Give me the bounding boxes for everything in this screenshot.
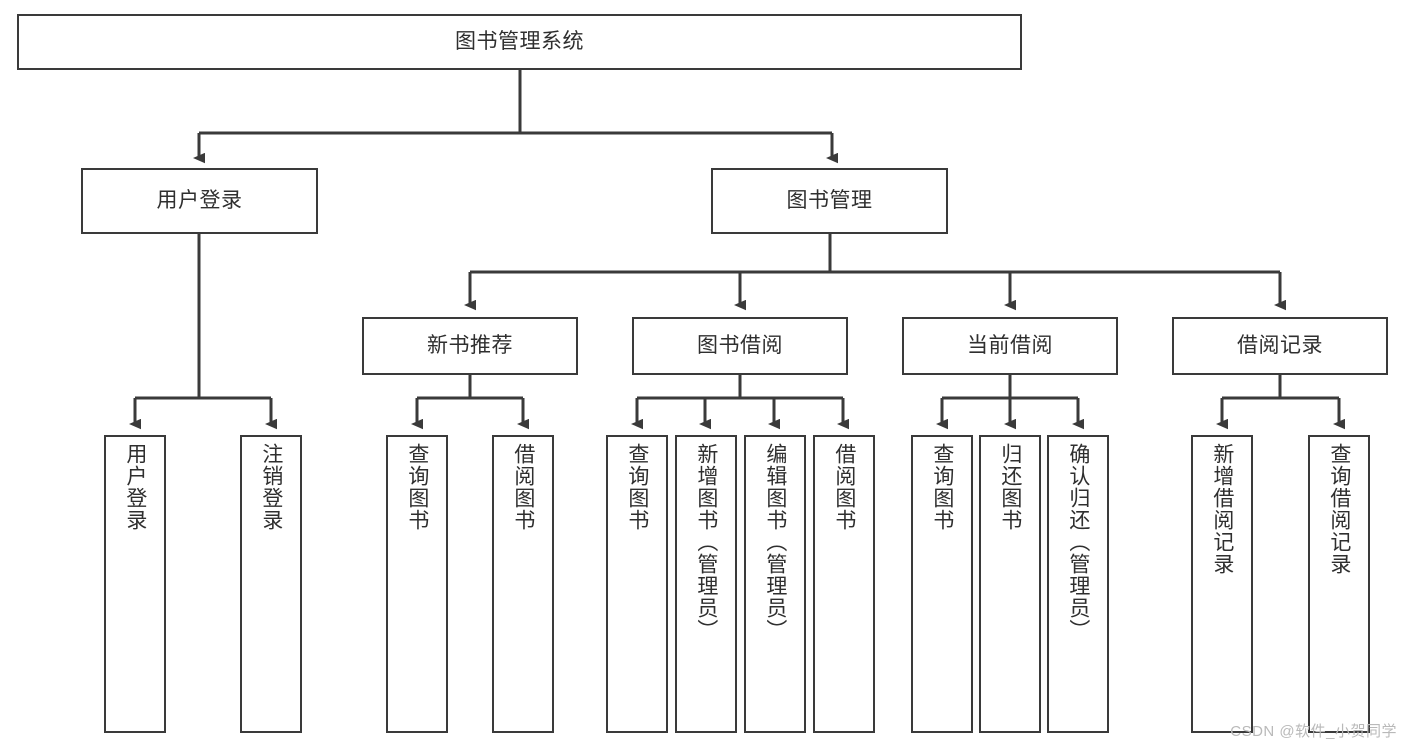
leaf-add-borrow-record[interactable]: 新增借阅记录 xyxy=(1191,435,1253,733)
leaf-query-book-current[interactable]: 查询图书 xyxy=(911,435,973,733)
leaf-borrow-book-newbook[interactable]: 借阅图书 xyxy=(492,435,554,733)
leaf-logout[interactable]: 注销登录 xyxy=(240,435,302,733)
node-root-label: 图书管理系统 xyxy=(455,29,584,53)
node-user-login[interactable]: 用户登录 xyxy=(81,168,318,234)
leaf-confirm-return-admin-label: 确认归还（管理员） xyxy=(1066,443,1090,641)
node-new-book-recommend[interactable]: 新书推荐 xyxy=(362,317,578,375)
node-book-borrow[interactable]: 图书借阅 xyxy=(632,317,848,375)
leaf-query-book-borrow-label: 查询图书 xyxy=(625,443,649,531)
leaf-add-book-admin-label: 新增图书（管理员） xyxy=(694,443,718,641)
node-user-login-label: 用户登录 xyxy=(156,188,243,212)
node-borrow-records[interactable]: 借阅记录 xyxy=(1172,317,1388,375)
leaf-return-book[interactable]: 归还图书 xyxy=(979,435,1041,733)
leaf-query-borrow-record-label: 查询借阅记录 xyxy=(1327,443,1351,575)
leaf-query-book-current-label: 查询图书 xyxy=(930,443,954,531)
node-current-borrow[interactable]: 当前借阅 xyxy=(902,317,1118,375)
leaf-borrow-book-newbook-label: 借阅图书 xyxy=(511,443,535,531)
leaf-add-borrow-record-label: 新增借阅记录 xyxy=(1210,443,1234,575)
node-root[interactable]: 图书管理系统 xyxy=(17,14,1022,70)
leaf-add-book-admin[interactable]: 新增图书（管理员） xyxy=(675,435,737,733)
leaf-borrow-book[interactable]: 借阅图书 xyxy=(813,435,875,733)
node-current-borrow-label: 当前借阅 xyxy=(967,333,1053,357)
leaf-user-login-label: 用户登录 xyxy=(123,443,147,531)
leaf-edit-book-admin[interactable]: 编辑图书（管理员） xyxy=(744,435,806,733)
leaf-query-book-newbook[interactable]: 查询图书 xyxy=(386,435,448,733)
leaf-logout-label: 注销登录 xyxy=(259,443,283,531)
node-new-book-recommend-label: 新书推荐 xyxy=(427,333,513,357)
leaf-query-book-newbook-label: 查询图书 xyxy=(405,443,429,531)
leaf-user-login[interactable]: 用户登录 xyxy=(104,435,166,733)
leaf-confirm-return-admin[interactable]: 确认归还（管理员） xyxy=(1047,435,1109,733)
leaf-edit-book-admin-label: 编辑图书（管理员） xyxy=(763,443,787,641)
node-book-management[interactable]: 图书管理 xyxy=(711,168,948,234)
leaf-query-borrow-record[interactable]: 查询借阅记录 xyxy=(1308,435,1370,733)
node-book-management-label: 图书管理 xyxy=(786,188,873,212)
leaf-query-book-borrow[interactable]: 查询图书 xyxy=(606,435,668,733)
csdn-watermark: CSDN @软件_小贺同学 xyxy=(1230,723,1397,740)
leaf-return-book-label: 归还图书 xyxy=(998,443,1022,531)
leaf-borrow-book-label: 借阅图书 xyxy=(832,443,856,531)
node-borrow-records-label: 借阅记录 xyxy=(1237,333,1323,357)
node-book-borrow-label: 图书借阅 xyxy=(697,333,783,357)
